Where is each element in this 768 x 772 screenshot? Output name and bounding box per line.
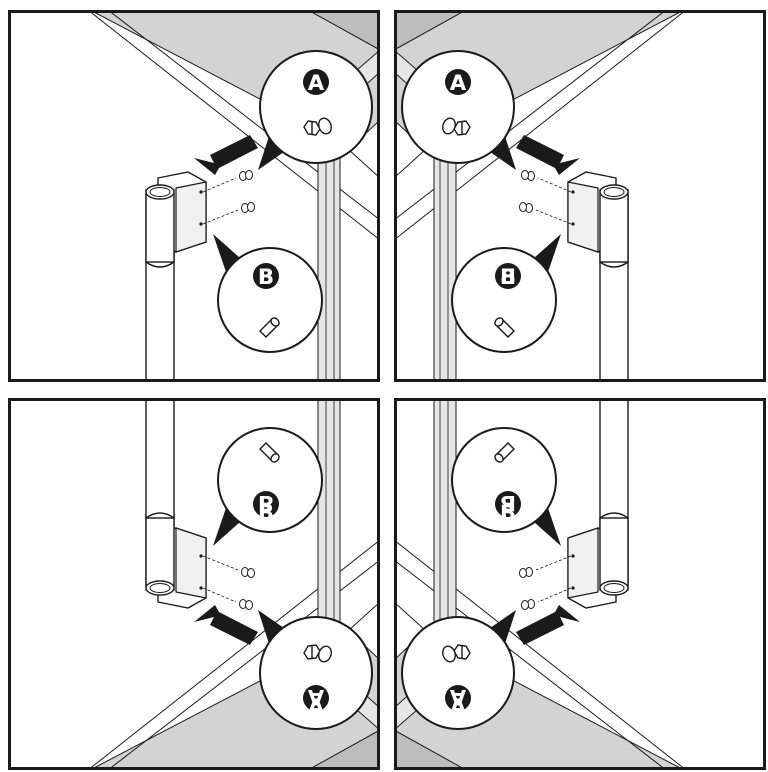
panel-top-left: A B: [8, 10, 380, 382]
panel-bottom-right-label-b: B: [500, 501, 516, 525]
panel-bottom-left-label-b: B: [258, 501, 274, 525]
panel-top-left-label-a: A: [308, 71, 325, 95]
panel-top-right: [394, 10, 766, 382]
panel-top-right-label-a: A: [450, 71, 467, 95]
panel-bottom-left: [8, 398, 380, 770]
panel-top-right-label-b: B: [500, 265, 516, 289]
panel-bottom-right-label-a: A: [450, 695, 467, 719]
panel-bottom-left-label-a: A: [308, 695, 325, 719]
panel-top-left-label-b: B: [258, 265, 274, 289]
